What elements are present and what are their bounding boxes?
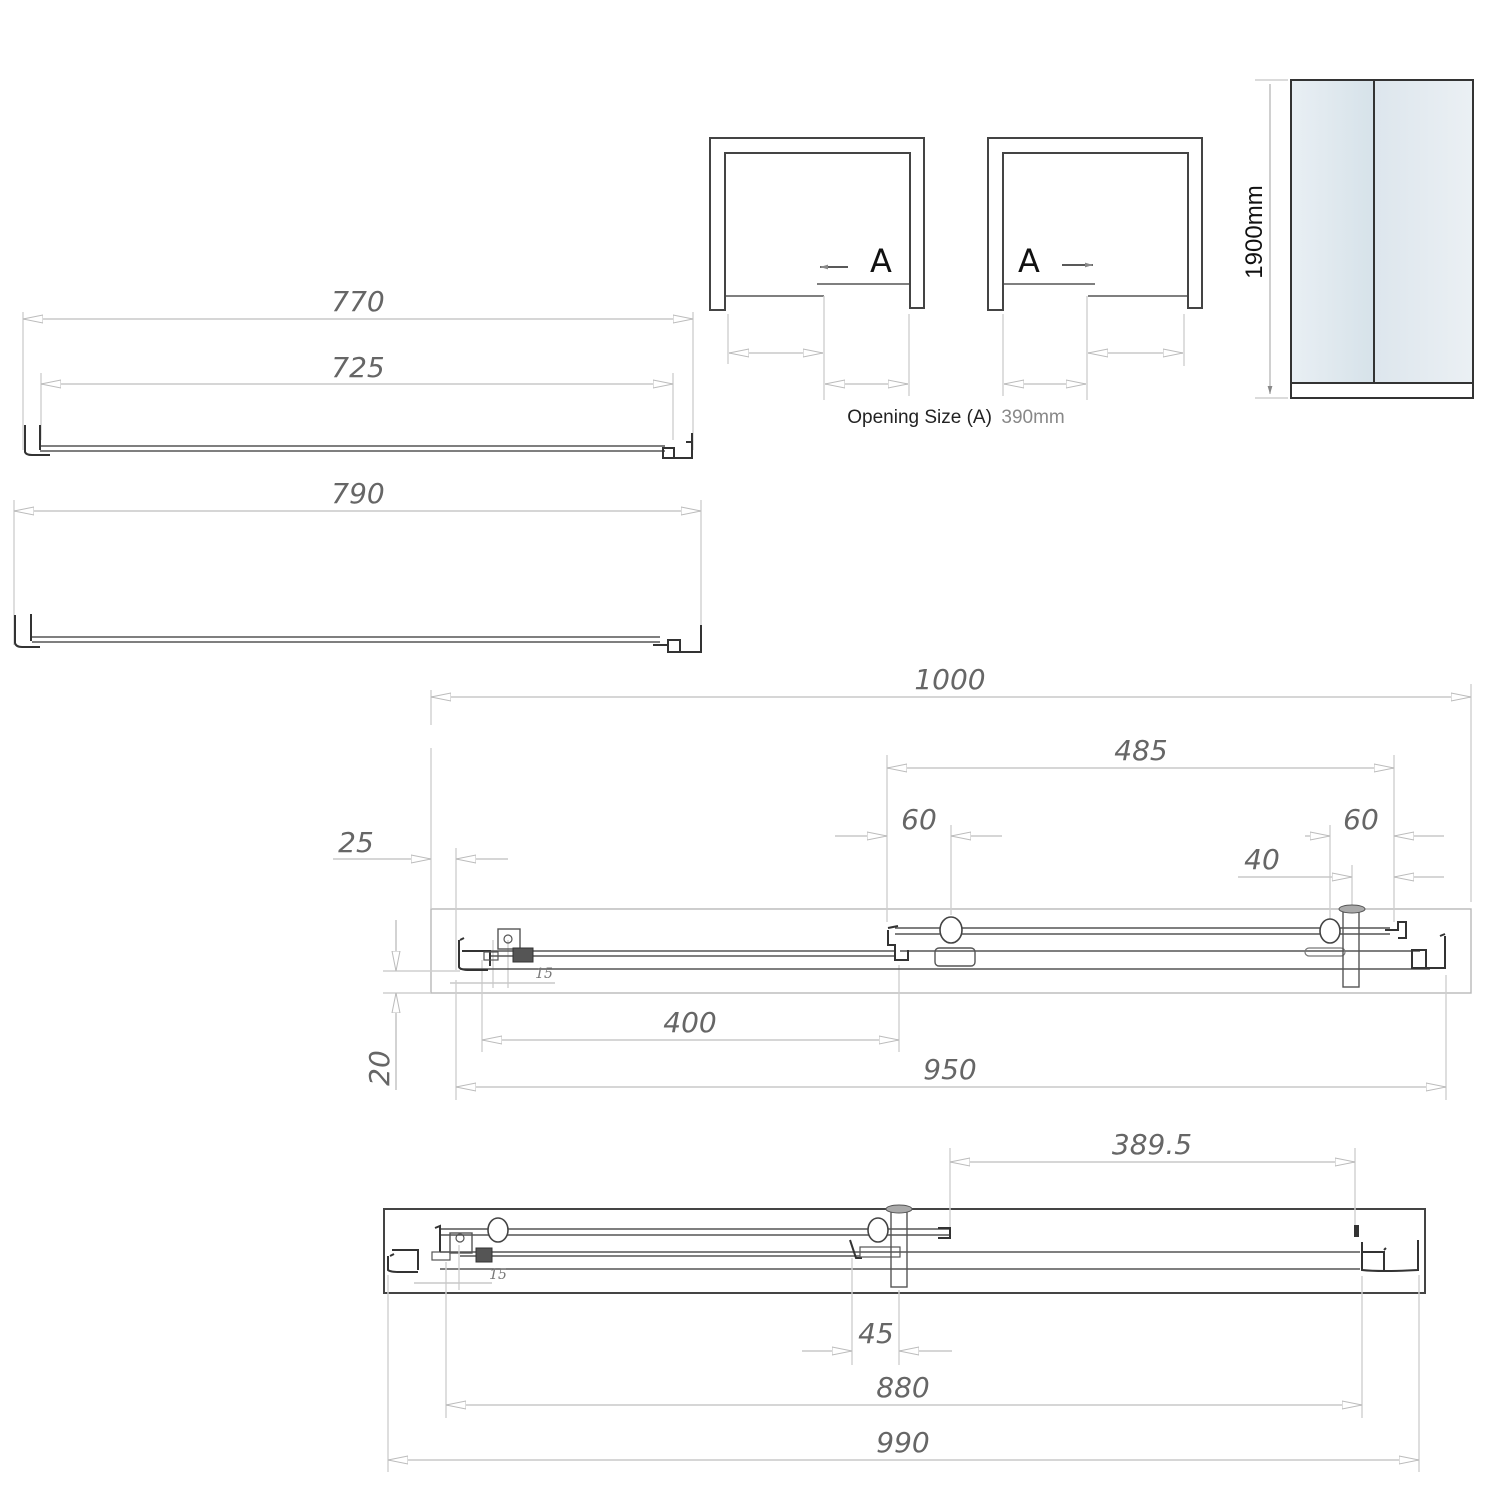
front-elevation <box>1255 79 1474 399</box>
dim-485: 485 <box>1114 734 1167 767</box>
dim-15-closed: 15 <box>535 966 553 982</box>
dim-20: 20 <box>363 1050 396 1086</box>
profile-plan-790 <box>13 500 702 653</box>
dim-60-right: 60 <box>1343 803 1379 836</box>
profile-plan-770 <box>22 312 694 459</box>
dim-60-left: 60 <box>901 803 937 836</box>
opening-letter-left: A <box>870 242 892 280</box>
dim-400: 400 <box>663 1006 716 1039</box>
dim-990: 990 <box>876 1426 929 1459</box>
opening-size-caption: Opening Size (A) 390mm <box>847 407 1065 428</box>
dim-790: 790 <box>331 477 384 510</box>
opening-letter-right: A <box>1018 242 1040 280</box>
dim-389-5: 389.5 <box>1112 1128 1192 1161</box>
dim-40: 40 <box>1244 843 1280 876</box>
dim-15-open: 15 <box>489 1267 507 1283</box>
dim-1000: 1000 <box>914 663 985 696</box>
dim-725: 725 <box>331 351 384 384</box>
dim-25: 25 <box>338 826 374 859</box>
plan-closed <box>333 684 1472 1100</box>
opening-size-label: Opening Size (A) <box>847 407 992 428</box>
dim-950: 950 <box>923 1053 976 1086</box>
dim-880: 880 <box>876 1371 929 1404</box>
dim-770: 770 <box>331 285 384 318</box>
height-label: 1900mm <box>1241 185 1268 278</box>
opening-diagram-left <box>709 137 925 400</box>
opening-diagram-right <box>987 137 1203 400</box>
plan-open <box>383 1148 1426 1472</box>
dim-45: 45 <box>858 1317 894 1350</box>
opening-size-value: 390mm <box>1001 407 1064 428</box>
